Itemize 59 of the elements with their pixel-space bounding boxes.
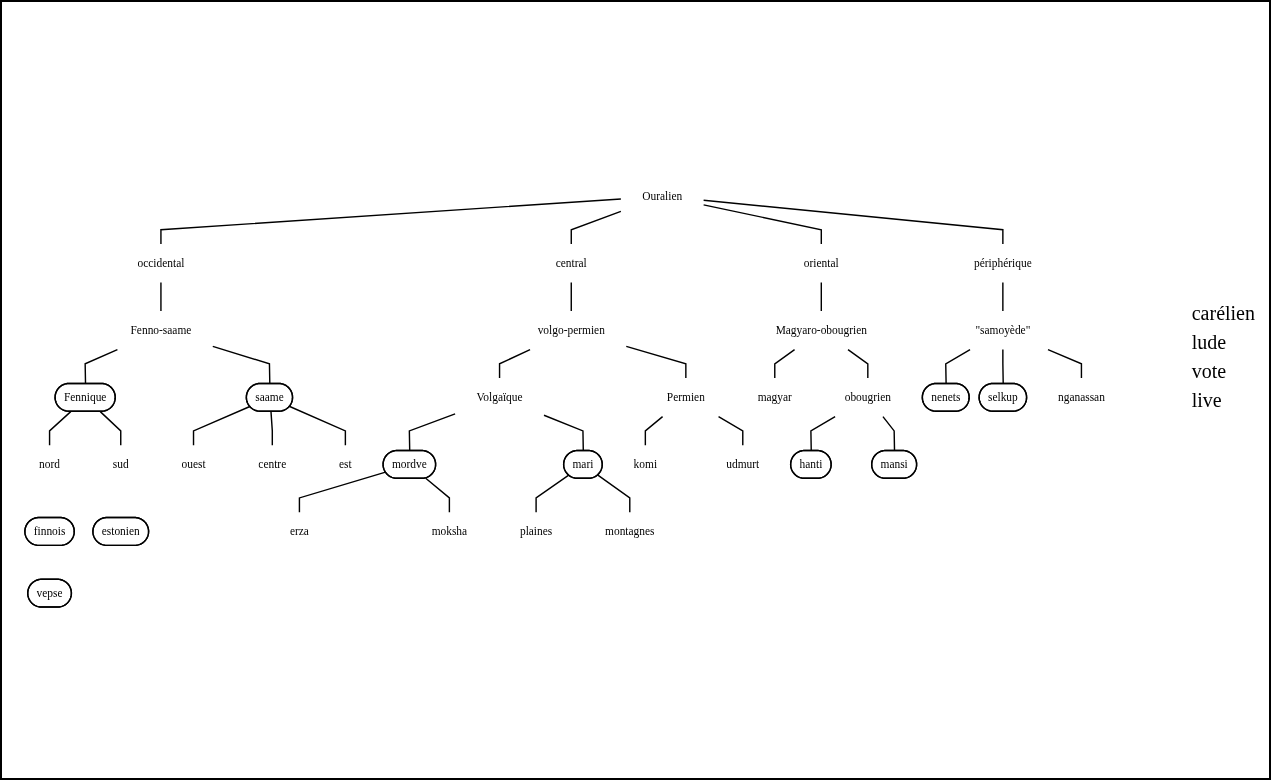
connector <box>882 415 896 452</box>
connector <box>408 413 456 452</box>
node-text: Magyaro-obougrien <box>775 323 867 336</box>
connector <box>192 405 251 446</box>
node-text: est <box>339 457 352 471</box>
connector <box>212 345 271 385</box>
connector <box>847 348 869 379</box>
node-text: Volgaïque <box>476 390 523 404</box>
node-text: Ouralien <box>642 189 683 202</box>
node-text: moksha <box>431 525 468 538</box>
connector <box>820 281 822 312</box>
node-text: sud <box>112 457 129 471</box>
connector <box>425 477 451 513</box>
connector <box>644 415 664 446</box>
connector <box>597 474 631 513</box>
node-text: plaines <box>519 525 553 538</box>
node-text: périphérique <box>974 256 1032 269</box>
connector <box>702 204 822 245</box>
connector <box>543 414 584 452</box>
node-text: nord <box>39 457 61 471</box>
connector <box>570 210 622 245</box>
language-name: lude <box>1191 331 1228 354</box>
node-text: magyar <box>757 390 792 404</box>
connector <box>1047 348 1083 379</box>
connector <box>1002 281 1004 312</box>
connector <box>289 405 347 446</box>
node-text: "samoyède" <box>975 323 1031 336</box>
connector <box>160 198 622 245</box>
connector <box>774 348 796 379</box>
language-name: carélien <box>1191 302 1255 325</box>
node-text: nganassan <box>1057 390 1105 404</box>
connector <box>717 415 744 446</box>
node-text: Fenno-saame <box>130 323 192 336</box>
node-text: obougrien <box>844 390 891 404</box>
connector <box>570 281 572 312</box>
connector <box>160 281 162 312</box>
node-text: Permien <box>666 390 705 404</box>
connector <box>84 348 119 385</box>
node-text: ouest <box>181 457 206 471</box>
node-text: central <box>555 256 587 269</box>
language-name: live <box>1191 389 1223 412</box>
node-text: occidental <box>137 256 185 269</box>
connector <box>1002 348 1004 385</box>
node-text: erza <box>289 525 309 538</box>
node-text: centre <box>258 457 287 471</box>
node-text: oriental <box>803 256 839 269</box>
language-name: vote <box>1191 360 1228 383</box>
connector <box>48 410 72 446</box>
node-text: udmurt <box>726 457 760 471</box>
node-text: komi <box>633 457 658 471</box>
connector <box>270 410 273 446</box>
connector <box>498 348 531 379</box>
connector <box>99 410 122 446</box>
node-text: montagnes <box>605 525 655 538</box>
connector <box>535 474 570 513</box>
connector <box>625 345 687 379</box>
node-text: volgo-permien <box>537 323 605 336</box>
connector <box>298 471 387 513</box>
connector <box>702 199 1004 245</box>
